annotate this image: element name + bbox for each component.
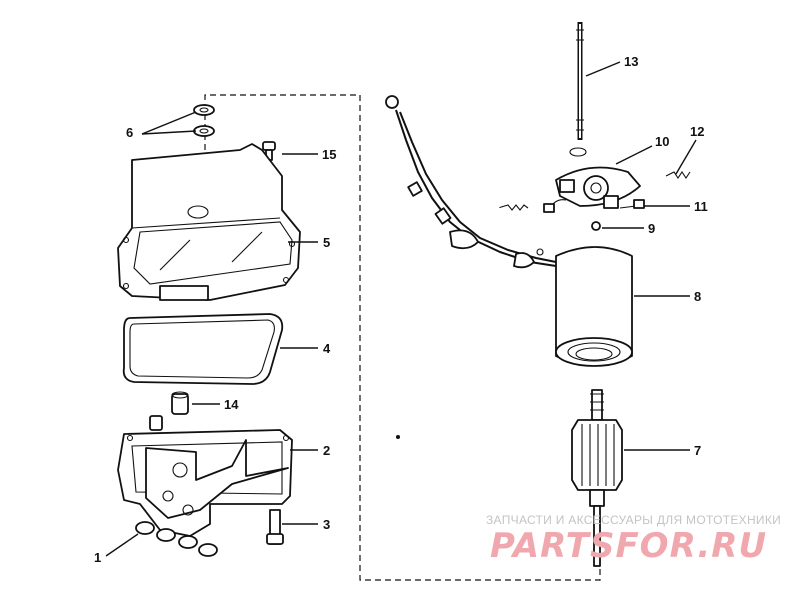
callout-5: 5	[323, 235, 330, 250]
callout-2: 2	[323, 443, 330, 458]
callout-6: 6	[126, 125, 133, 140]
motor-frame-part-8	[555, 246, 633, 367]
watermark-logo: PARTSFOR.RU	[490, 526, 768, 566]
bushing-part-14	[171, 391, 189, 415]
brush-springs-part-11-12	[497, 171, 691, 211]
callout-3: 3	[323, 517, 330, 532]
callout-9: 9	[648, 221, 655, 236]
bolt-part-3	[266, 509, 284, 545]
washers-part-6	[193, 104, 215, 137]
gasket-part-4	[122, 313, 284, 385]
callout-13: 13	[624, 54, 638, 69]
callout-10: 10	[655, 134, 669, 149]
callout-8: 8	[694, 289, 701, 304]
through-bolt-part-13	[576, 22, 584, 140]
wire-lead	[385, 95, 557, 269]
callout-12: 12	[690, 124, 704, 139]
callout-4: 4	[323, 341, 331, 356]
callout-1: 1	[94, 550, 101, 565]
leader-lines	[105, 61, 697, 557]
ball-part-9	[591, 221, 601, 231]
callout-15: 15	[322, 147, 336, 162]
callout-7: 7	[694, 443, 701, 458]
pump-housing-part-5	[117, 143, 301, 301]
pump-base-part-2	[117, 415, 293, 537]
callout-11: 11	[694, 199, 708, 214]
callout-14: 14	[224, 397, 239, 412]
watermark-tagline: ЗАПЧАСТИ И АКСЕССУАРЫ ДЛЯ МОТОТЕХНИКИ	[486, 513, 782, 527]
brush-plate-part-10	[543, 147, 645, 213]
armature-part-7	[571, 389, 623, 567]
reference-dot	[396, 435, 400, 439]
o-rings-part-1	[135, 521, 218, 557]
